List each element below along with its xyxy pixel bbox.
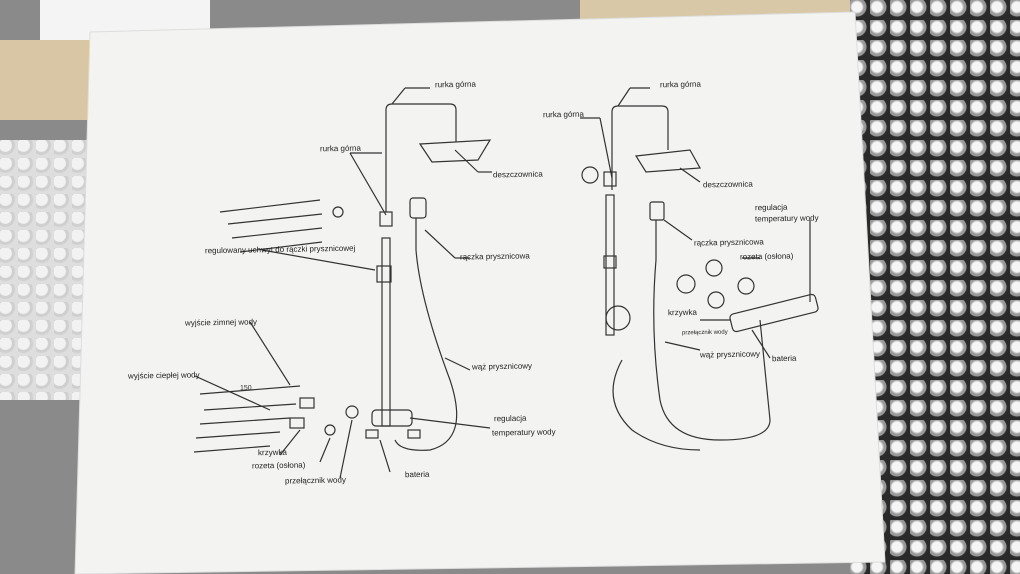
mixer-right xyxy=(729,293,819,333)
rain-head-right xyxy=(634,149,701,173)
label-right-rurka-gorna-top: rurka górna xyxy=(659,79,701,90)
label-right-rozeta: rozeta (osłona) xyxy=(739,251,794,262)
label-right-deszczownica: deszczownica xyxy=(702,179,753,190)
label-waz: wąż prysznicowy xyxy=(471,361,533,372)
label-right-przelacznik: przełącznik wody xyxy=(681,329,728,337)
slide-rail-right xyxy=(605,194,615,336)
top-pipe xyxy=(385,103,457,212)
label-deszczownica: deszczownica xyxy=(492,169,543,180)
rain-head xyxy=(418,139,492,163)
label-rozeta: rozeta (osłona) xyxy=(251,460,306,471)
hand-shower xyxy=(409,197,427,219)
label-zimna: wyjście zimnej wody xyxy=(184,317,258,328)
label-raczka: rączka prysznicowa xyxy=(459,251,530,262)
bubble-wrap-left xyxy=(0,140,90,400)
label-right-bateria: bateria xyxy=(771,353,797,364)
label-rurka-gorna-top: rurka górna xyxy=(434,79,476,90)
label-regulacja-1: regulacja xyxy=(493,413,527,424)
label-krzywka: krzywka xyxy=(257,447,287,458)
label-right-krzywka: krzywka xyxy=(667,307,697,318)
label-right-rurka-gorna-left: rurka górna xyxy=(542,109,584,120)
label-right-waz: wąż prysznicowy xyxy=(699,349,761,360)
hand-shower-right xyxy=(649,201,665,221)
label-right-regulacja-2: temperatury wody xyxy=(754,213,819,224)
label-rurka-gorna-mid: rurka górna xyxy=(319,143,361,154)
dimension-label: 150 xyxy=(240,385,252,392)
label-ciepla: wyjście ciepłej wody xyxy=(127,370,200,381)
label-regulacja-2: temperatury wody xyxy=(491,427,556,438)
label-right-regulacja-1: regulacja xyxy=(754,202,788,213)
label-bateria: bateria xyxy=(404,469,430,480)
label-right-raczka: rączka prysznicowa xyxy=(693,237,764,248)
label-przelacznik: przełącznik wody xyxy=(284,475,346,486)
